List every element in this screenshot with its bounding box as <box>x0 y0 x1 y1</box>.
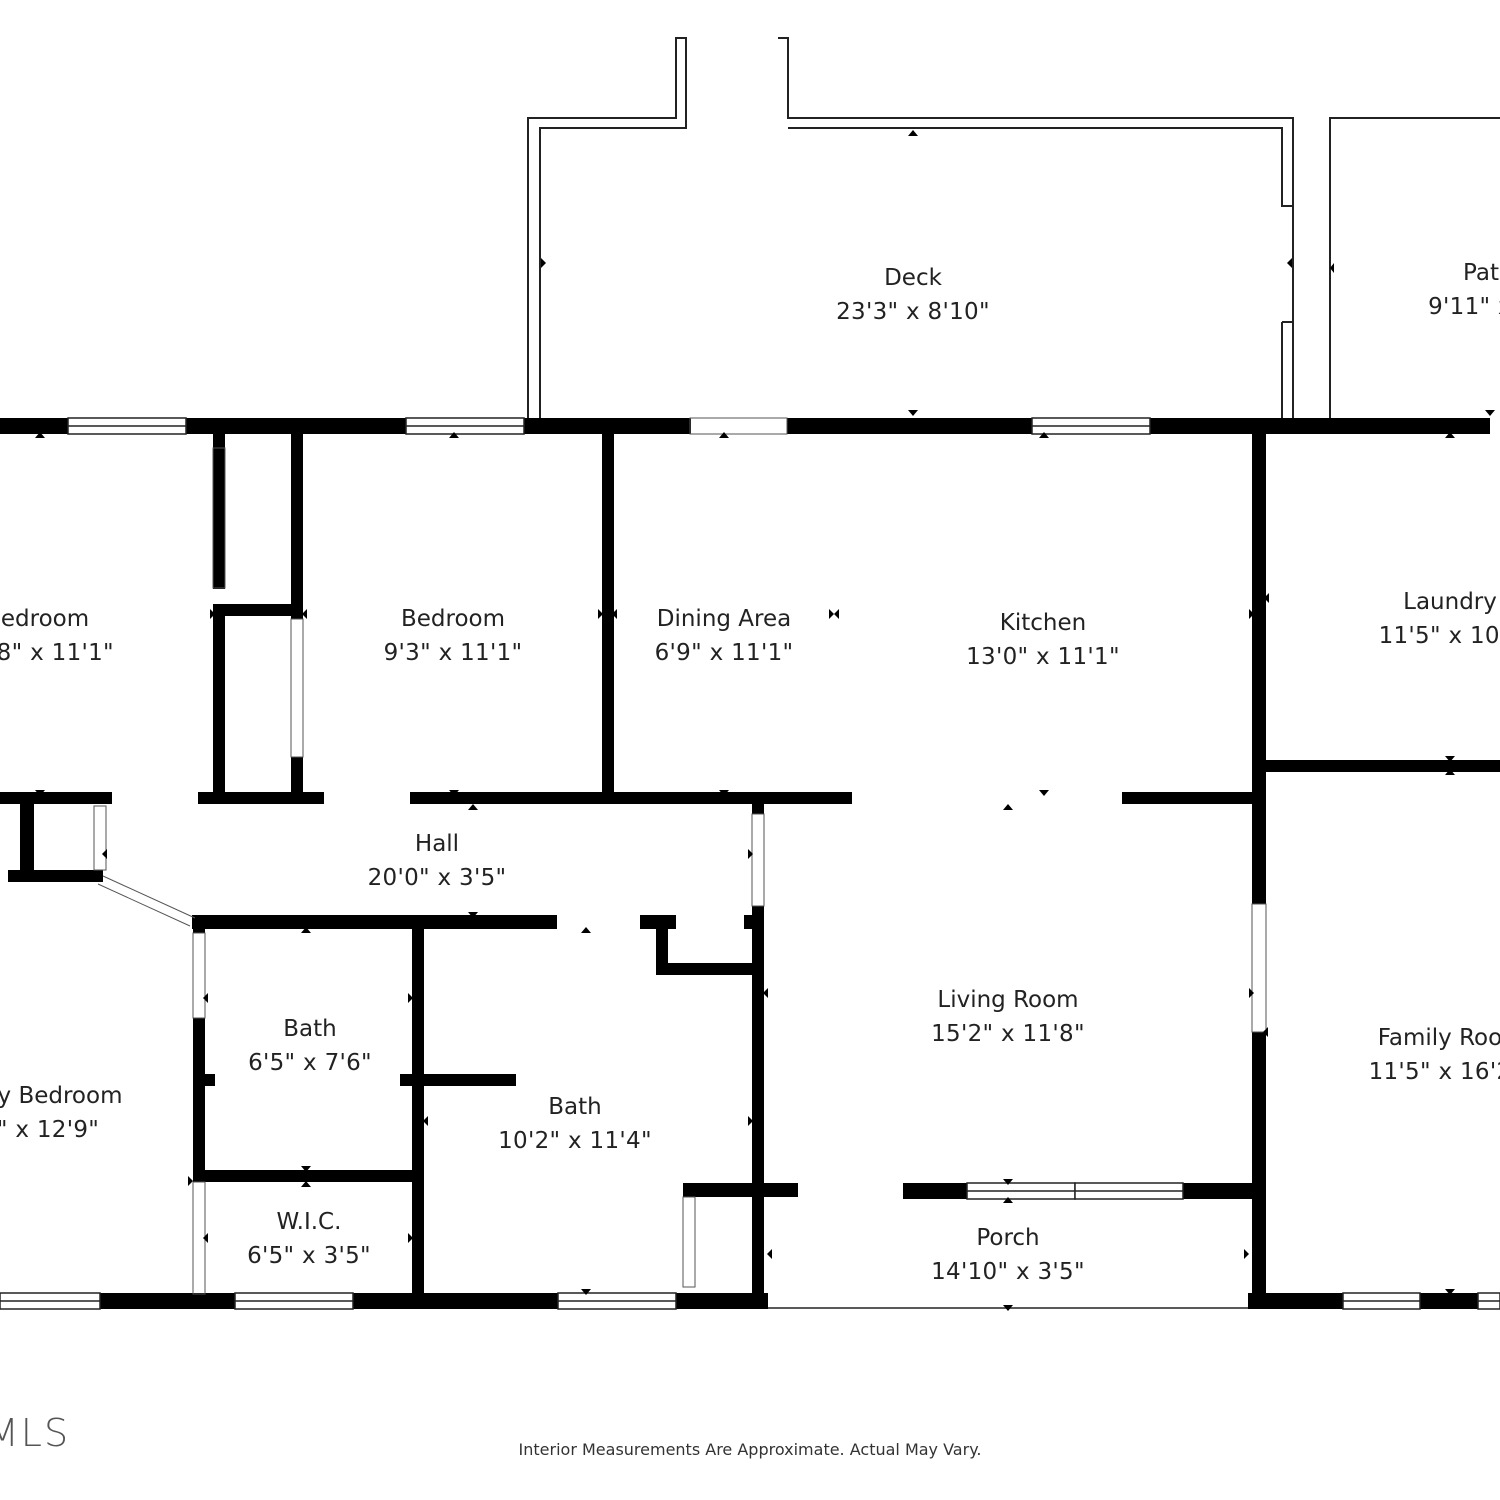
kitchen-name: Kitchen <box>1000 610 1086 636</box>
bedroom-1-name: edroom <box>1 606 89 632</box>
dimension-ticks <box>35 130 1495 1311</box>
family-name: Family Roo <box>1378 1025 1500 1051</box>
hall-dims: 20'0" x 3'5" <box>368 865 507 891</box>
laundry-name: Laundry <box>1403 589 1497 615</box>
deck-dims: 23'3" x 8'10" <box>836 299 990 325</box>
primary-bedroom-name: y Bedroom <box>0 1083 122 1109</box>
living-name: Living Room <box>937 987 1078 1013</box>
laundry-dims: 11'5" x 10'1 <box>1379 623 1500 649</box>
patio-dims: 9'11" x <box>1428 294 1500 320</box>
room-label-living: Living Room 15'2" x 11'8" <box>931 987 1085 1047</box>
room-label-laundry: Laundry 11'5" x 10'1 <box>1379 589 1500 649</box>
room-label-primary-bedroom: y Bedroom " x 12'9" <box>0 1083 122 1143</box>
patio-outline <box>1329 117 1500 418</box>
bath-2-dims: 10'2" x 11'4" <box>498 1128 652 1154</box>
room-label-bath-1: Bath 6'5" x 7'6" <box>248 1016 372 1076</box>
kitchen-dims: 13'0" x 11'1" <box>966 644 1120 670</box>
bedroom-2-name: Bedroom <box>401 606 505 632</box>
door-openings <box>93 417 1267 1295</box>
room-label-bedroom-1: edroom '8" x 11'1" <box>0 606 114 666</box>
room-label-family: Family Roo 11'5" x 16'2 <box>1369 1025 1500 1085</box>
bath-1-dims: 6'5" x 7'6" <box>248 1050 372 1076</box>
room-label-wic: W.I.C. 6'5" x 3'5" <box>247 1209 371 1269</box>
wic-name: W.I.C. <box>277 1209 342 1235</box>
deck-name: Deck <box>884 265 943 291</box>
room-label-bath-2: Bath 10'2" x 11'4" <box>498 1094 652 1154</box>
walls <box>0 418 1500 1309</box>
room-label-porch: Porch 14'10" x 3'5" <box>931 1225 1085 1285</box>
patio-name: Pat <box>1463 260 1499 286</box>
living-dims: 15'2" x 11'8" <box>931 1021 1085 1047</box>
room-label-hall: Hall 20'0" x 3'5" <box>368 831 507 891</box>
porch-dims: 14'10" x 3'5" <box>931 1259 1085 1285</box>
family-dims: 11'5" x 16'2 <box>1369 1059 1500 1085</box>
dining-name: Dining Area <box>657 606 792 632</box>
room-label-kitchen: Kitchen 13'0" x 11'1" <box>966 610 1120 670</box>
hall-name: Hall <box>415 831 459 857</box>
bedroom-2-dims: 9'3" x 11'1" <box>384 640 523 666</box>
deck-outline <box>527 37 1294 418</box>
room-label-patio: Pat 9'11" x <box>1428 260 1500 320</box>
primary-bedroom-dims: " x 12'9" <box>0 1117 99 1143</box>
bath-2-name: Bath <box>548 1094 601 1120</box>
room-label-deck: Deck 23'3" x 8'10" <box>836 265 990 325</box>
disclaimer-text: Interior Measurements Are Approximate. A… <box>519 1440 982 1459</box>
bath-1-name: Bath <box>283 1016 336 1042</box>
porch-name: Porch <box>976 1225 1039 1251</box>
windows <box>0 417 1500 1310</box>
wic-dims: 6'5" x 3'5" <box>247 1243 371 1269</box>
dining-dims: 6'9" x 11'1" <box>655 640 794 666</box>
bedroom-1-dims: '8" x 11'1" <box>0 640 114 666</box>
mls-logo: MLS <box>0 1411 70 1455</box>
room-label-bedroom-2: Bedroom 9'3" x 11'1" <box>384 606 523 666</box>
room-label-dining: Dining Area 6'9" x 11'1" <box>655 606 794 666</box>
